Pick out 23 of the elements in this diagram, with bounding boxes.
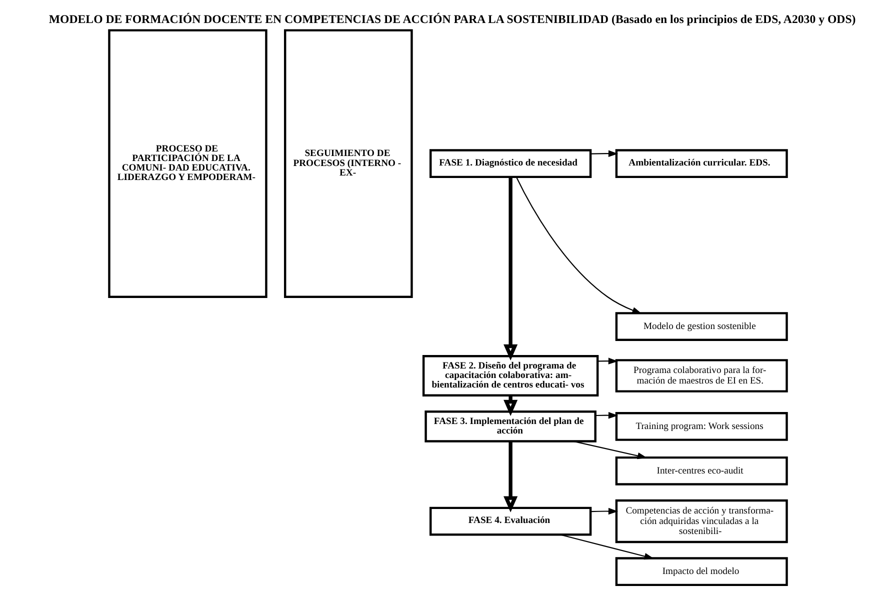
arrow — [597, 358, 618, 364]
arrow — [503, 441, 518, 512]
node-box: Impacto del modelo — [614, 557, 788, 586]
arrow — [590, 150, 618, 157]
node-box: FASE 1. Diagnóstico de necesidad — [429, 149, 592, 178]
arrow — [515, 176, 642, 314]
node-box: FASE 2. Diseño del programa de capacitación colaborativa: am- bientalización de centros educati- vos — [422, 355, 598, 396]
arrow — [572, 440, 647, 460]
node-box: FASE 3. Implementación del plan de acción — [424, 410, 596, 442]
node-box: FASE 4. Evaluación — [429, 506, 592, 536]
node-box: PROCESO DE PARTICIPACIÓN DE LA COMUNI- DAD EDUCATIVA. LIDERAZGO Y EMPODERAM- — [108, 29, 267, 298]
arrow — [503, 177, 518, 360]
node-box: Inter-centres eco-audit — [614, 456, 788, 486]
arrow — [559, 534, 654, 560]
arrow — [594, 412, 618, 419]
node-box: Programa colaborativo para la for- mación de maestros de EI en ES. — [614, 359, 788, 392]
node-box: Competencias de acción y transforma- ción adquiridas vinculadas a la sostenibili- — [614, 499, 788, 544]
diagram-title: MODELO DE FORMACIÓN DOCENTE EN COMPETENCIAS DE ACCIÓN PARA LA SOSTENIBILIDAD (Basado en los principios de EDS, A2030 y ODS) — [48, 12, 856, 26]
node-box: Training program: Work sessions — [614, 412, 788, 441]
node-box: SEGUIMIENTO DE PROCESOS (INTERNO - EX- — [283, 29, 412, 298]
node-box: Ambientalización curricular. EDS. — [614, 149, 788, 178]
arrow — [590, 508, 618, 515]
node-box: Modelo de gestion sostenible — [614, 312, 788, 341]
